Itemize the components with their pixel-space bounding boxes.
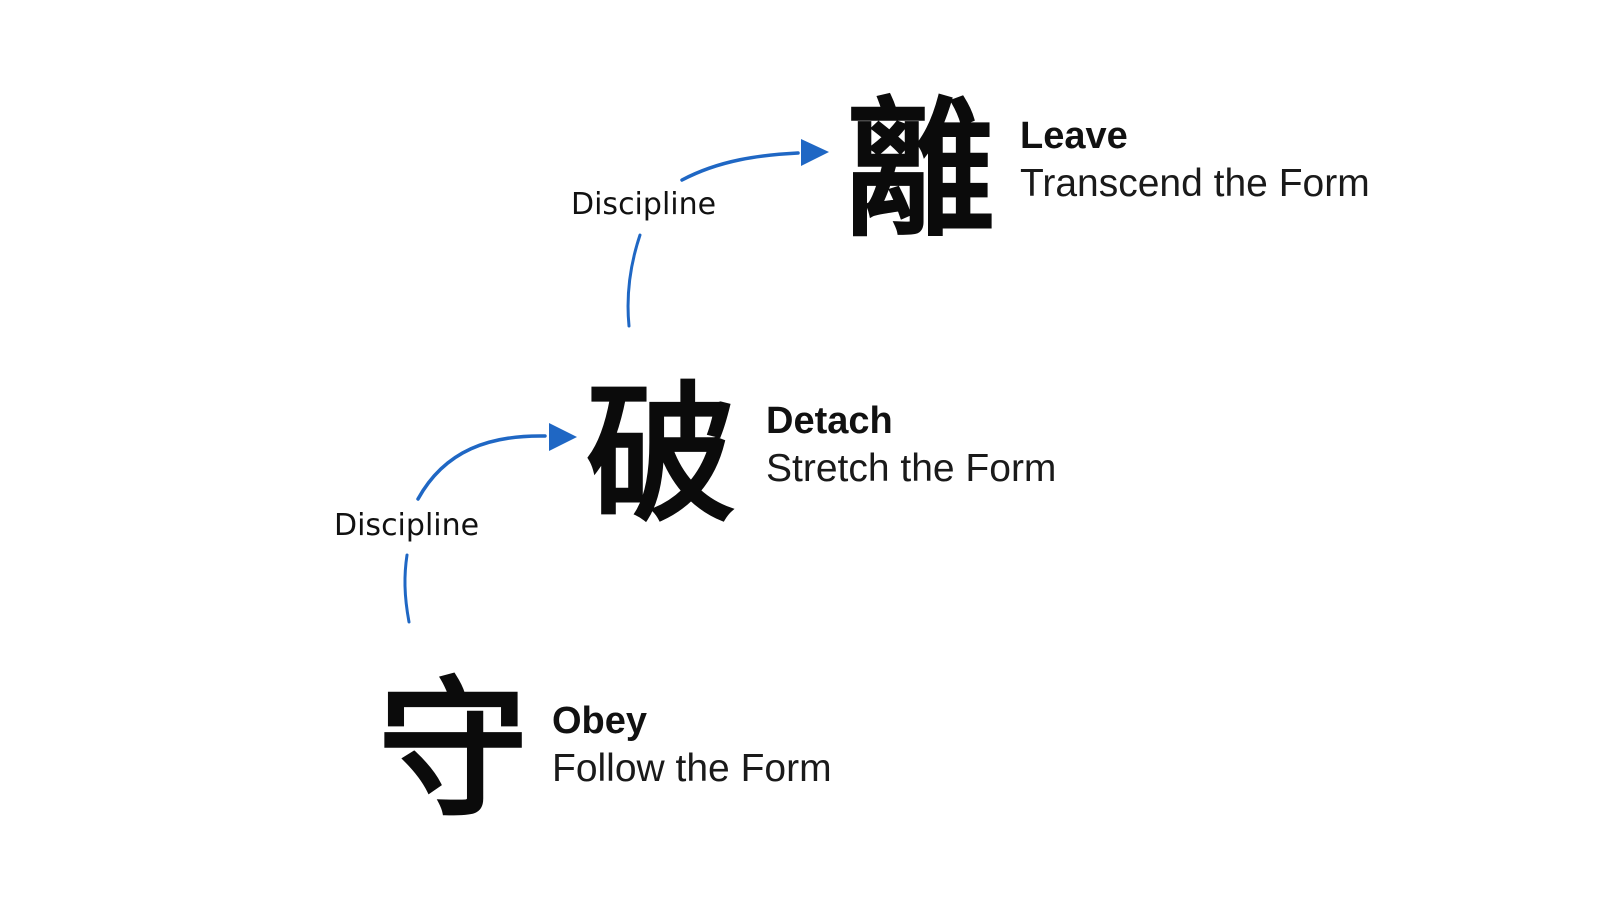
connector-arrow-1-lower — [403, 553, 411, 624]
kanji-shu: 守 — [377, 662, 528, 838]
connector-arrow-2-lower — [626, 233, 642, 328]
stage-obey-text: Obey Follow the Form — [552, 698, 832, 794]
stage-subtitle: Stretch the Form — [766, 447, 1057, 490]
connector-label-2: Discipline — [571, 187, 717, 222]
stage-title: Detach — [766, 400, 893, 442]
stage-title: Leave — [1020, 115, 1128, 157]
connector-arrowhead-2 — [801, 139, 829, 166]
connector-arrow-1-upper — [416, 434, 547, 501]
connector-arrowhead-1 — [549, 423, 577, 451]
kanji-ri: 離 — [844, 82, 995, 258]
stage-detach-text: Detach Stretch the Form — [766, 398, 1056, 494]
kanji-ha: 破 — [585, 367, 736, 543]
stage-title: Obey — [552, 700, 648, 742]
connector-arrow-2-upper — [680, 151, 800, 182]
stage-subtitle: Follow the Form — [552, 747, 832, 790]
connector-label-1: Discipline — [334, 508, 480, 543]
stage-subtitle: Transcend the Form — [1020, 162, 1370, 205]
stage-leave-text: Leave Transcend the Form — [1020, 113, 1370, 209]
